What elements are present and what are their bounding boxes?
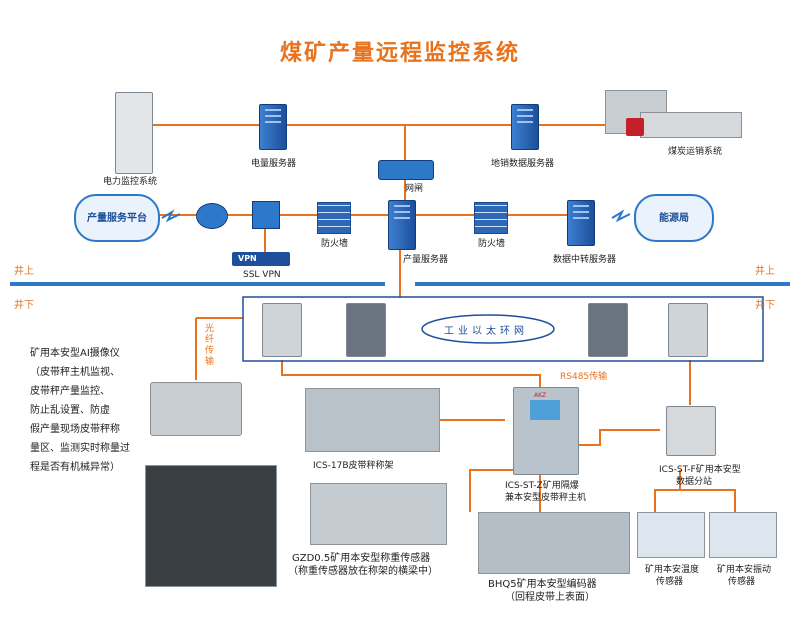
encoder-photo (478, 512, 630, 574)
temp-sensor-label-1: 矿用本安温度 (645, 565, 700, 575)
ai-camera-icon (150, 382, 242, 436)
weigh-sensor-label-1: GZD0.5矿用本安型称重传感器 (292, 553, 431, 564)
ssl-vpn-label: SSL VPN (243, 270, 281, 280)
camera-description: 矿用本安型AI摄像仪 （皮带秤主机监视、 皮带秤产量监控、 防止乱设置、防虚 假… (30, 344, 130, 477)
sales-data-server-label: 地销数据服务器 (491, 159, 555, 169)
fiber-transmission-label: 光纤传输 (205, 324, 215, 367)
production-server-icon (388, 200, 416, 250)
encoder-label-2: （回程皮带上表面） (505, 592, 595, 603)
above-ground-label-right: 井上 (755, 266, 775, 277)
vib-sensor-label-1: 矿用本安振动 (717, 565, 772, 575)
switch-icon (252, 201, 280, 229)
truck-cab-icon (626, 118, 644, 136)
data-relay-server-icon (567, 200, 595, 246)
rs485-label: RS485传输 (560, 372, 608, 382)
host-screen-icon (530, 400, 560, 420)
underground-label-right: 井下 (755, 300, 775, 311)
firewall-left-icon (317, 202, 351, 234)
router-icon (196, 203, 228, 229)
truck-trailer-icon (640, 112, 742, 138)
camera-desc-line: 量区、监测实时称量过 (30, 443, 130, 454)
camera-desc-line: （皮带秤主机监视、 (30, 367, 120, 378)
belt-scale-frame-label: ICS-17B皮带秤称架 (313, 461, 394, 471)
gateway-icon (378, 160, 434, 180)
ring-switch-4-icon (668, 303, 708, 357)
ring-switch-2-icon (346, 303, 386, 357)
vib-sensor-label-2: 传感器 (728, 577, 756, 587)
weigh-sensor-photo (310, 483, 447, 545)
substation-label-2: 数据分站 (676, 477, 713, 487)
energy-bureau-cloud: 能源局 (634, 194, 714, 242)
ring-switch-1-icon (262, 303, 302, 357)
ring-switch-3-icon (588, 303, 628, 357)
power-server-icon (259, 104, 287, 150)
firewall-left-label: 防火墙 (321, 239, 349, 249)
data-relay-server-label: 数据中转服务器 (553, 255, 617, 265)
camera-desc-line: 防止乱设置、防虚 (30, 405, 110, 416)
camera-desc-line: 矿用本安型AI摄像仪 (30, 348, 120, 359)
vpn-device-icon (232, 252, 290, 266)
camera-desc-line: 皮带秤产量监控、 (30, 386, 110, 397)
above-ground-label-left: 井上 (14, 266, 34, 277)
host-label-2: 兼本安型皮带秤主机 (505, 493, 587, 503)
power-server-label: 电量服务器 (251, 159, 297, 169)
temperature-sensor-photo (637, 512, 705, 558)
host-label-1: ICS-ST-Z矿用隔爆 (505, 481, 579, 491)
production-platform-cloud: 产量服务平台 (74, 194, 160, 242)
camera-desc-line: 程是否有机械异常） (30, 462, 120, 473)
vpn-tag: VPN (238, 254, 257, 263)
host-lcd-tag: AKZ (534, 392, 547, 399)
camera-desc-line: 假产量现场皮带秤称 (30, 424, 120, 435)
sales-data-server-icon (511, 104, 539, 150)
belt-scale-frame-photo (305, 388, 440, 452)
vibration-sensor-photo (709, 512, 777, 558)
page-title: 煤矿产量远程监控系统 (279, 41, 520, 66)
gateway-label: 网闸 (405, 184, 424, 194)
encoder-label-1: BHQ5矿用本安型编码器 (488, 579, 597, 590)
power-monitor-cabinet-icon (115, 92, 153, 174)
coal-transport-label: 煤炭运销系统 (668, 147, 723, 157)
temp-sensor-label-2: 传感器 (656, 577, 684, 587)
firewall-right-label: 防火墙 (478, 239, 506, 249)
data-substation-icon (666, 406, 716, 456)
substation-label-1: ICS-ST-F矿用本安型 (659, 465, 741, 475)
power-monitor-label: 电力监控系统 (103, 177, 158, 187)
underground-label-left: 井下 (14, 300, 34, 311)
ethernet-ring-label: 工业以太环网 (444, 326, 528, 337)
firewall-right-icon (474, 202, 508, 234)
weigh-sensor-label-2: （称重传感器放在称架的横梁中） (288, 566, 438, 577)
production-server-label: 产量服务器 (403, 255, 449, 265)
camera-monitor-screens-photo (145, 465, 277, 587)
